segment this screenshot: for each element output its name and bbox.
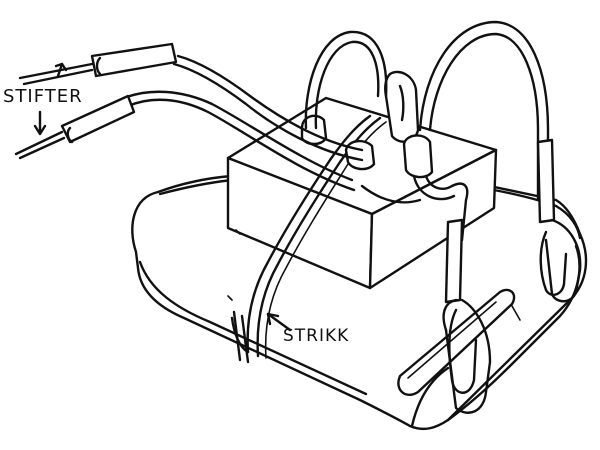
paper-clip-front bbox=[442, 218, 492, 414]
lead-tips bbox=[14, 42, 178, 160]
rubber-band bbox=[230, 114, 387, 364]
shade-stroke bbox=[235, 229, 241, 235]
label-stifter: STIFTER bbox=[3, 86, 83, 107]
paper-clip-right bbox=[536, 138, 582, 303]
label-strikk: STRIKK bbox=[283, 326, 350, 346]
wires bbox=[122, 20, 550, 242]
shade-stroke bbox=[227, 295, 233, 301]
